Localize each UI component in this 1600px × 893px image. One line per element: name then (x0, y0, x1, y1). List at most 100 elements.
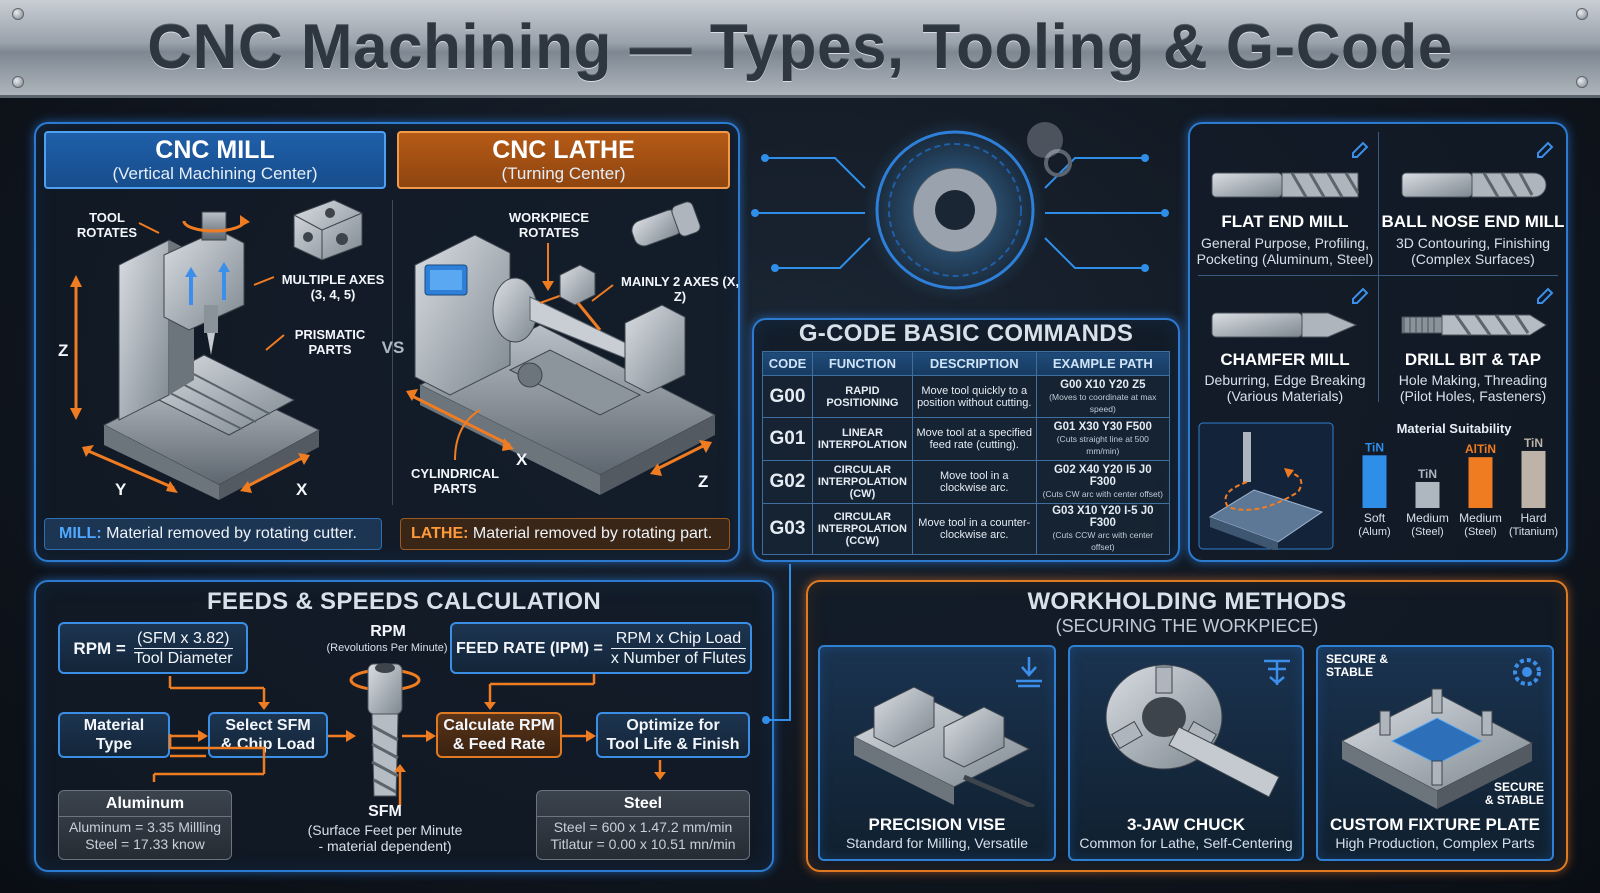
suitability-coating-label: TiN (1418, 467, 1437, 481)
gear-circuit-graphic (751, 118, 1169, 302)
toolpath-illustration (1198, 422, 1334, 550)
suitability-coating-label: TiN (1365, 440, 1384, 454)
lathe-label-workpiece: WORKPIECE ROTATES (508, 210, 590, 240)
rpm-formula-den: Tool Diameter (133, 649, 233, 667)
tool-divider-v (1378, 132, 1379, 402)
gcode-example: G01 X30 Y30 F500(Cuts straight line at 5… (1035, 417, 1171, 461)
clamp-down-icon (1016, 657, 1042, 688)
gcode-example-note: (Cuts CCW arc with center offset) (1052, 530, 1154, 552)
steel-line: Steel = 600 x 1.47.2 mm/min (553, 819, 733, 835)
rpm-formula-fraction: (SFM x 3.82) Tool Diameter (133, 629, 233, 668)
step-label: Type (95, 736, 133, 753)
workholding-caption: CUSTOM FIXTURE PLATE High Production, Co… (1318, 815, 1552, 851)
suitability-category-label: Soft (1364, 511, 1386, 525)
suitability-category-sublabel: (Alum) (1358, 526, 1390, 538)
title-bar: CNC Machining — Types, Tooling & G-Code (0, 0, 1600, 98)
suitability-coating-label: AlTiN (1465, 442, 1496, 456)
sfm-sub-line: - material dependent) (318, 838, 452, 854)
step-label: Optimize for (626, 717, 720, 734)
step-label: & Feed Rate (452, 736, 546, 753)
gcode-function: LINEAR INTERPOLATION (811, 417, 913, 461)
feed-formula-den: x Number of Flutes (610, 649, 746, 667)
gcode-description: Move tool at a specified feed rate (cutt… (911, 417, 1037, 461)
rpm-sublabel: (Revolutions Per Minute) (326, 642, 448, 654)
rpm-formula-lhs: RPM = (73, 638, 126, 658)
gcode-example: G00 X10 Y20 Z5(Moves to coordinate at ma… (1035, 375, 1171, 418)
table-row: G00 RAPID POSITIONING Move tool quickly … (762, 375, 1171, 418)
workholding-card-chuck: 3-JAW CHUCK Common for Lathe, Self-Cente… (1068, 645, 1304, 861)
steel-title: Steel (537, 791, 749, 817)
workholding-caption: 3-JAW CHUCK Common for Lathe, Self-Cente… (1070, 815, 1302, 851)
table-row: G01 LINEAR INTERPOLATION Move tool at a … (762, 417, 1171, 461)
suitability-bar (1468, 457, 1493, 508)
gcode-example-text: G03 X10 Y20 I-5 J0 F300 (1052, 505, 1154, 529)
sfm-label: SFM (368, 803, 402, 820)
screw-icon (1576, 76, 1588, 88)
workholding-subtitle: (SECURING THE WORKPIECE) (1055, 616, 1319, 636)
small-gear-icon (1044, 149, 1072, 177)
tool-desc: Deburring, Edge Breaking (Various Materi… (1190, 372, 1380, 404)
tool-name: DRILL BIT & TAP (1404, 350, 1542, 369)
aluminum-line: Aluminum = 3.35 Millling (68, 819, 222, 835)
edit-icon (1537, 141, 1554, 158)
gcode-example: G02 X40 Y20 I5 J0 F300(Cuts CW arc with … (1035, 460, 1171, 504)
tool-desc: General Purpose, Profiling, Pocketing (A… (1190, 235, 1380, 267)
panel-connector (762, 564, 791, 724)
lathe-axis-x: X (516, 450, 528, 469)
tool-desc-line: 3D Contouring, Finishing (1395, 235, 1551, 251)
gcode-example-note: (Moves to coordinate at max speed) (1049, 391, 1157, 414)
gcode-description: Move tool in a counter-clockwise arc. (911, 503, 1037, 555)
feed-formula: FEED RATE (IPM) = RPM x Chip Load x Numb… (450, 622, 752, 674)
edit-icon (1352, 287, 1369, 304)
flow-arrows (168, 734, 266, 760)
feed-formula-num: RPM x Chip Load (610, 629, 746, 649)
mill-caption-key: MILL: (59, 525, 102, 542)
step-label: Calculate RPM (443, 717, 555, 734)
workholding-desc: High Production, Complex Parts (1335, 835, 1535, 851)
lathe-label-axes: MAINLY 2 AXES (X, Z) (621, 274, 739, 304)
lathe-title: CNC LATHE (492, 135, 635, 164)
tool-desc-line: (Complex Surfaces) (1411, 251, 1535, 267)
gcode-col-function: FUNCTION (811, 351, 913, 376)
gcode-function: RAPID POSITIONING (811, 375, 913, 418)
mill-caption-text: Material removed by rotating cutter. (101, 525, 357, 542)
gcode-code: G01 (762, 417, 813, 461)
ball-nose-end-mill-icon (1401, 172, 1547, 198)
rpm-formula: RPM = (SFM x 3.82) Tool Diameter (58, 622, 248, 674)
centering-icon (1264, 659, 1290, 685)
workholding-name: PRECISION VISE (868, 815, 1006, 834)
flat-end-mill-icon (1211, 172, 1360, 198)
tool-desc-line: (Various Materials) (1226, 388, 1344, 404)
tool-desc: Hole Making, Threading (Pilot Holes, Fas… (1380, 372, 1566, 404)
end-mill-icon (349, 663, 421, 797)
gcode-description: Move tool in a clockwise arc. (911, 460, 1037, 504)
drill-bit-tap-icon (1401, 314, 1547, 336)
vs-label: VS (381, 338, 405, 357)
feed-formula-lhs: FEED RATE (IPM) = (456, 639, 603, 657)
gcode-code: G03 (762, 503, 813, 555)
fixture-plate-icon (1340, 688, 1534, 809)
gear-shield-icon (1513, 658, 1541, 686)
step-calculate-rpm: Calculate RPM & Feed Rate (436, 712, 562, 758)
steel-box: Steel Steel = 600 x 1.47.2 mm/min Titlat… (536, 790, 750, 860)
tool-desc-line: Deburring, Edge Breaking (1204, 372, 1366, 388)
screw-icon (12, 76, 24, 88)
gcode-code: G00 (762, 375, 813, 418)
gcode-example-text: G02 X40 Y20 I5 J0 F300 (1053, 464, 1152, 488)
steel-values: Steel = 600 x 1.47.2 mm/min Titlatur = 0… (537, 817, 749, 853)
tool-desc-line: Pocketing (Aluminum, Steel) (1196, 251, 1374, 267)
sfm-sublabel: (Surface Feet per Minute - material depe… (290, 822, 480, 854)
secure-badge-bottom: SECURE & STABLE (1484, 780, 1544, 807)
feed-formula-fraction: RPM x Chip Load x Number of Flutes (610, 629, 746, 668)
workholding-title: WORKHOLDING METHODS (1027, 588, 1347, 615)
tool-name: BALL NOSE END MILL (1381, 212, 1565, 231)
lathe-caption-text: Material removed by rotating part. (468, 525, 713, 542)
workholding-caption: PRECISION VISE Standard for Milling, Ver… (820, 815, 1054, 851)
workholding-name: 3-JAW CHUCK (1126, 815, 1246, 834)
suitability-category-sublabel: (Steel) (1464, 526, 1496, 538)
suitability-title: Material Suitability (1396, 421, 1512, 436)
workholding-desc: Standard for Milling, Versatile (845, 835, 1029, 851)
sfm-sub-line: (Surface Feet per Minute (307, 822, 463, 838)
aluminum-values: Aluminum = 3.35 Millling Steel = 17.33 k… (59, 817, 231, 853)
